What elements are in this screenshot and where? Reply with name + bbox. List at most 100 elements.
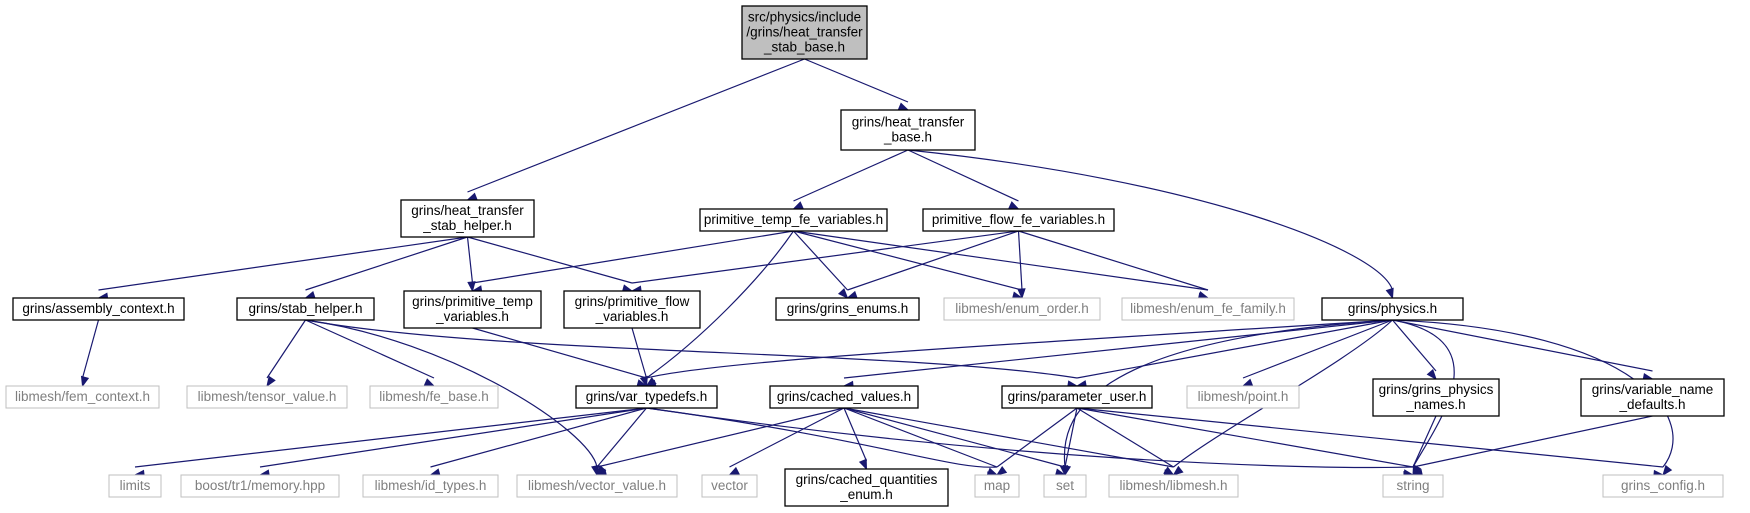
node-box [1043, 474, 1087, 498]
dependency-edge [466, 58, 805, 201]
file-node-assembly-context[interactable]: grins/assembly_context.h [12, 297, 185, 321]
node-label: grins/grins_enums.h [787, 301, 909, 316]
node-box [1580, 378, 1725, 417]
edge-line [843, 407, 998, 468]
file-node-root[interactable]: src/physics/include/grins/heat_transfer_… [741, 5, 868, 60]
edge-line [472, 230, 794, 284]
file-node-stab-helper[interactable]: grins/stab_helper.h [236, 297, 375, 321]
edge-line [1412, 415, 1653, 468]
edge-line [305, 319, 598, 468]
node-box [180, 474, 340, 498]
node-box [1001, 385, 1153, 409]
file-node-var-name-defaults[interactable]: grins/variable_name_defaults.h [1580, 378, 1725, 417]
node-box [741, 5, 868, 60]
dependency-edge [429, 407, 647, 477]
dependency-edge [1062, 407, 1078, 477]
file-node-physics-names[interactable]: grins/grins_physics_names.h [1372, 378, 1500, 417]
file-node-fe-base[interactable]: libmesh/fe_base.h [369, 385, 499, 409]
dependency-edge [631, 327, 648, 388]
file-node-id-types[interactable]: libmesh/id_types.h [362, 474, 499, 498]
node-label: set [1056, 478, 1074, 493]
edge-line [98, 236, 468, 291]
edge-line [804, 58, 909, 103]
edge-arrowhead [1062, 464, 1072, 477]
file-node-vector-value[interactable]: libmesh/vector_value.h [516, 474, 678, 498]
file-node-set[interactable]: set [1043, 474, 1087, 498]
node-box [699, 208, 888, 232]
edge-arrowhead [858, 458, 868, 471]
file-node-string[interactable]: string [1382, 474, 1444, 498]
edge-line [467, 58, 805, 193]
file-node-libmesh[interactable]: libmesh/libmesh.h [1108, 474, 1239, 498]
dependency-edge [1076, 407, 1415, 478]
file-node-grins-enums[interactable]: grins/grins_enums.h [775, 297, 920, 321]
node-box [1602, 474, 1724, 498]
file-node-point[interactable]: libmesh/point.h [1186, 385, 1300, 409]
edge-line [266, 319, 306, 379]
node-box [563, 290, 701, 329]
edge-line [1392, 319, 1653, 372]
dependency-edge [907, 149, 1394, 300]
file-node-parameter-user[interactable]: grins/parameter_user.h [1001, 385, 1153, 409]
dependency-edge [266, 319, 306, 388]
file-node-stab-helper-ht[interactable]: grins/heat_transfer_stab_helper.h [400, 199, 535, 238]
dependency-edge [995, 407, 1078, 476]
dependency-edge [792, 149, 909, 210]
node-label: string [1396, 478, 1429, 493]
edge-line [1076, 319, 1393, 379]
node-box [400, 199, 535, 238]
edge-line [1017, 230, 1023, 291]
node-box [1372, 378, 1500, 417]
edge-line [729, 407, 845, 468]
file-node-prim-temp-fe[interactable]: primitive_temp_fe_variables.h [699, 208, 888, 232]
file-node-prim-temp-vars[interactable]: grins/primitive_temp_variables.h [403, 290, 542, 329]
node-label: libmesh/fem_context.h [15, 389, 150, 404]
file-node-grins-config[interactable]: grins_config.h [1602, 474, 1724, 498]
file-node-heat-transfer-base[interactable]: grins/heat_transfer_base.h [840, 109, 976, 151]
file-node-tensor-value[interactable]: libmesh/tensor_value.h [186, 385, 348, 409]
edge-line [1076, 407, 1414, 468]
dependency-edge [1018, 230, 1210, 300]
node-label: map [984, 478, 1010, 493]
file-node-enum-fe-family[interactable]: libmesh/enum_fe_family.h [1121, 297, 1295, 321]
edge-line [793, 230, 1023, 291]
file-node-physics[interactable]: grins/physics.h [1321, 297, 1464, 321]
node-label: grins/heat_transfer [852, 115, 965, 130]
edge-line [305, 319, 435, 379]
edge-arrowhead [466, 192, 478, 201]
file-node-limits[interactable]: limits [108, 474, 162, 498]
node-label: primitive_temp_fe_variables.h [704, 212, 883, 227]
edge-line [843, 319, 1393, 379]
dependency-edge [793, 230, 849, 300]
edge-arrowhead [1241, 378, 1254, 387]
edge-arrowhead [1172, 465, 1184, 476]
edge-line [1063, 319, 1393, 468]
file-node-enum-order[interactable]: libmesh/enum_order.h [943, 297, 1101, 321]
edge-arrowhead [1385, 287, 1394, 300]
file-node-fem-context[interactable]: libmesh/fem_context.h [5, 385, 160, 409]
edge-arrowhead [897, 102, 910, 111]
file-node-cached-values[interactable]: grins/cached_values.h [769, 385, 919, 409]
node-label: limits [120, 478, 151, 493]
file-node-cached-q-enum[interactable]: grins/cached_quantities_enum.h [784, 468, 949, 507]
file-node-prim-flow-fe[interactable]: primitive_flow_fe_variables.h [922, 208, 1115, 232]
file-node-prim-flow-vars[interactable]: grins/primitive_flow_variables.h [563, 290, 701, 329]
file-node-vector[interactable]: vector [701, 474, 758, 498]
edge-line [596, 407, 845, 468]
file-node-var-typedefs[interactable]: grins/var_typedefs.h [575, 385, 718, 409]
file-node-map[interactable]: map [974, 474, 1020, 498]
node-label: libmesh/id_types.h [375, 478, 487, 493]
dependency-edge [804, 58, 910, 111]
node-label: _base.h [883, 130, 932, 145]
dependency-edge [1392, 319, 1437, 381]
node-label: grins/variable_name [1592, 382, 1714, 397]
edge-line [646, 407, 1414, 469]
edge-line [646, 407, 998, 468]
edge-arrowhead [266, 375, 276, 388]
node-label: libmesh/tensor_value.h [198, 389, 337, 404]
node-label: grins/heat_transfer [411, 203, 524, 218]
file-node-boost-memory[interactable]: boost/tr1/memory.hpp [180, 474, 340, 498]
dependency-edge [133, 407, 647, 479]
dependency-edge [304, 236, 468, 300]
edge-arrowhead [986, 467, 999, 476]
